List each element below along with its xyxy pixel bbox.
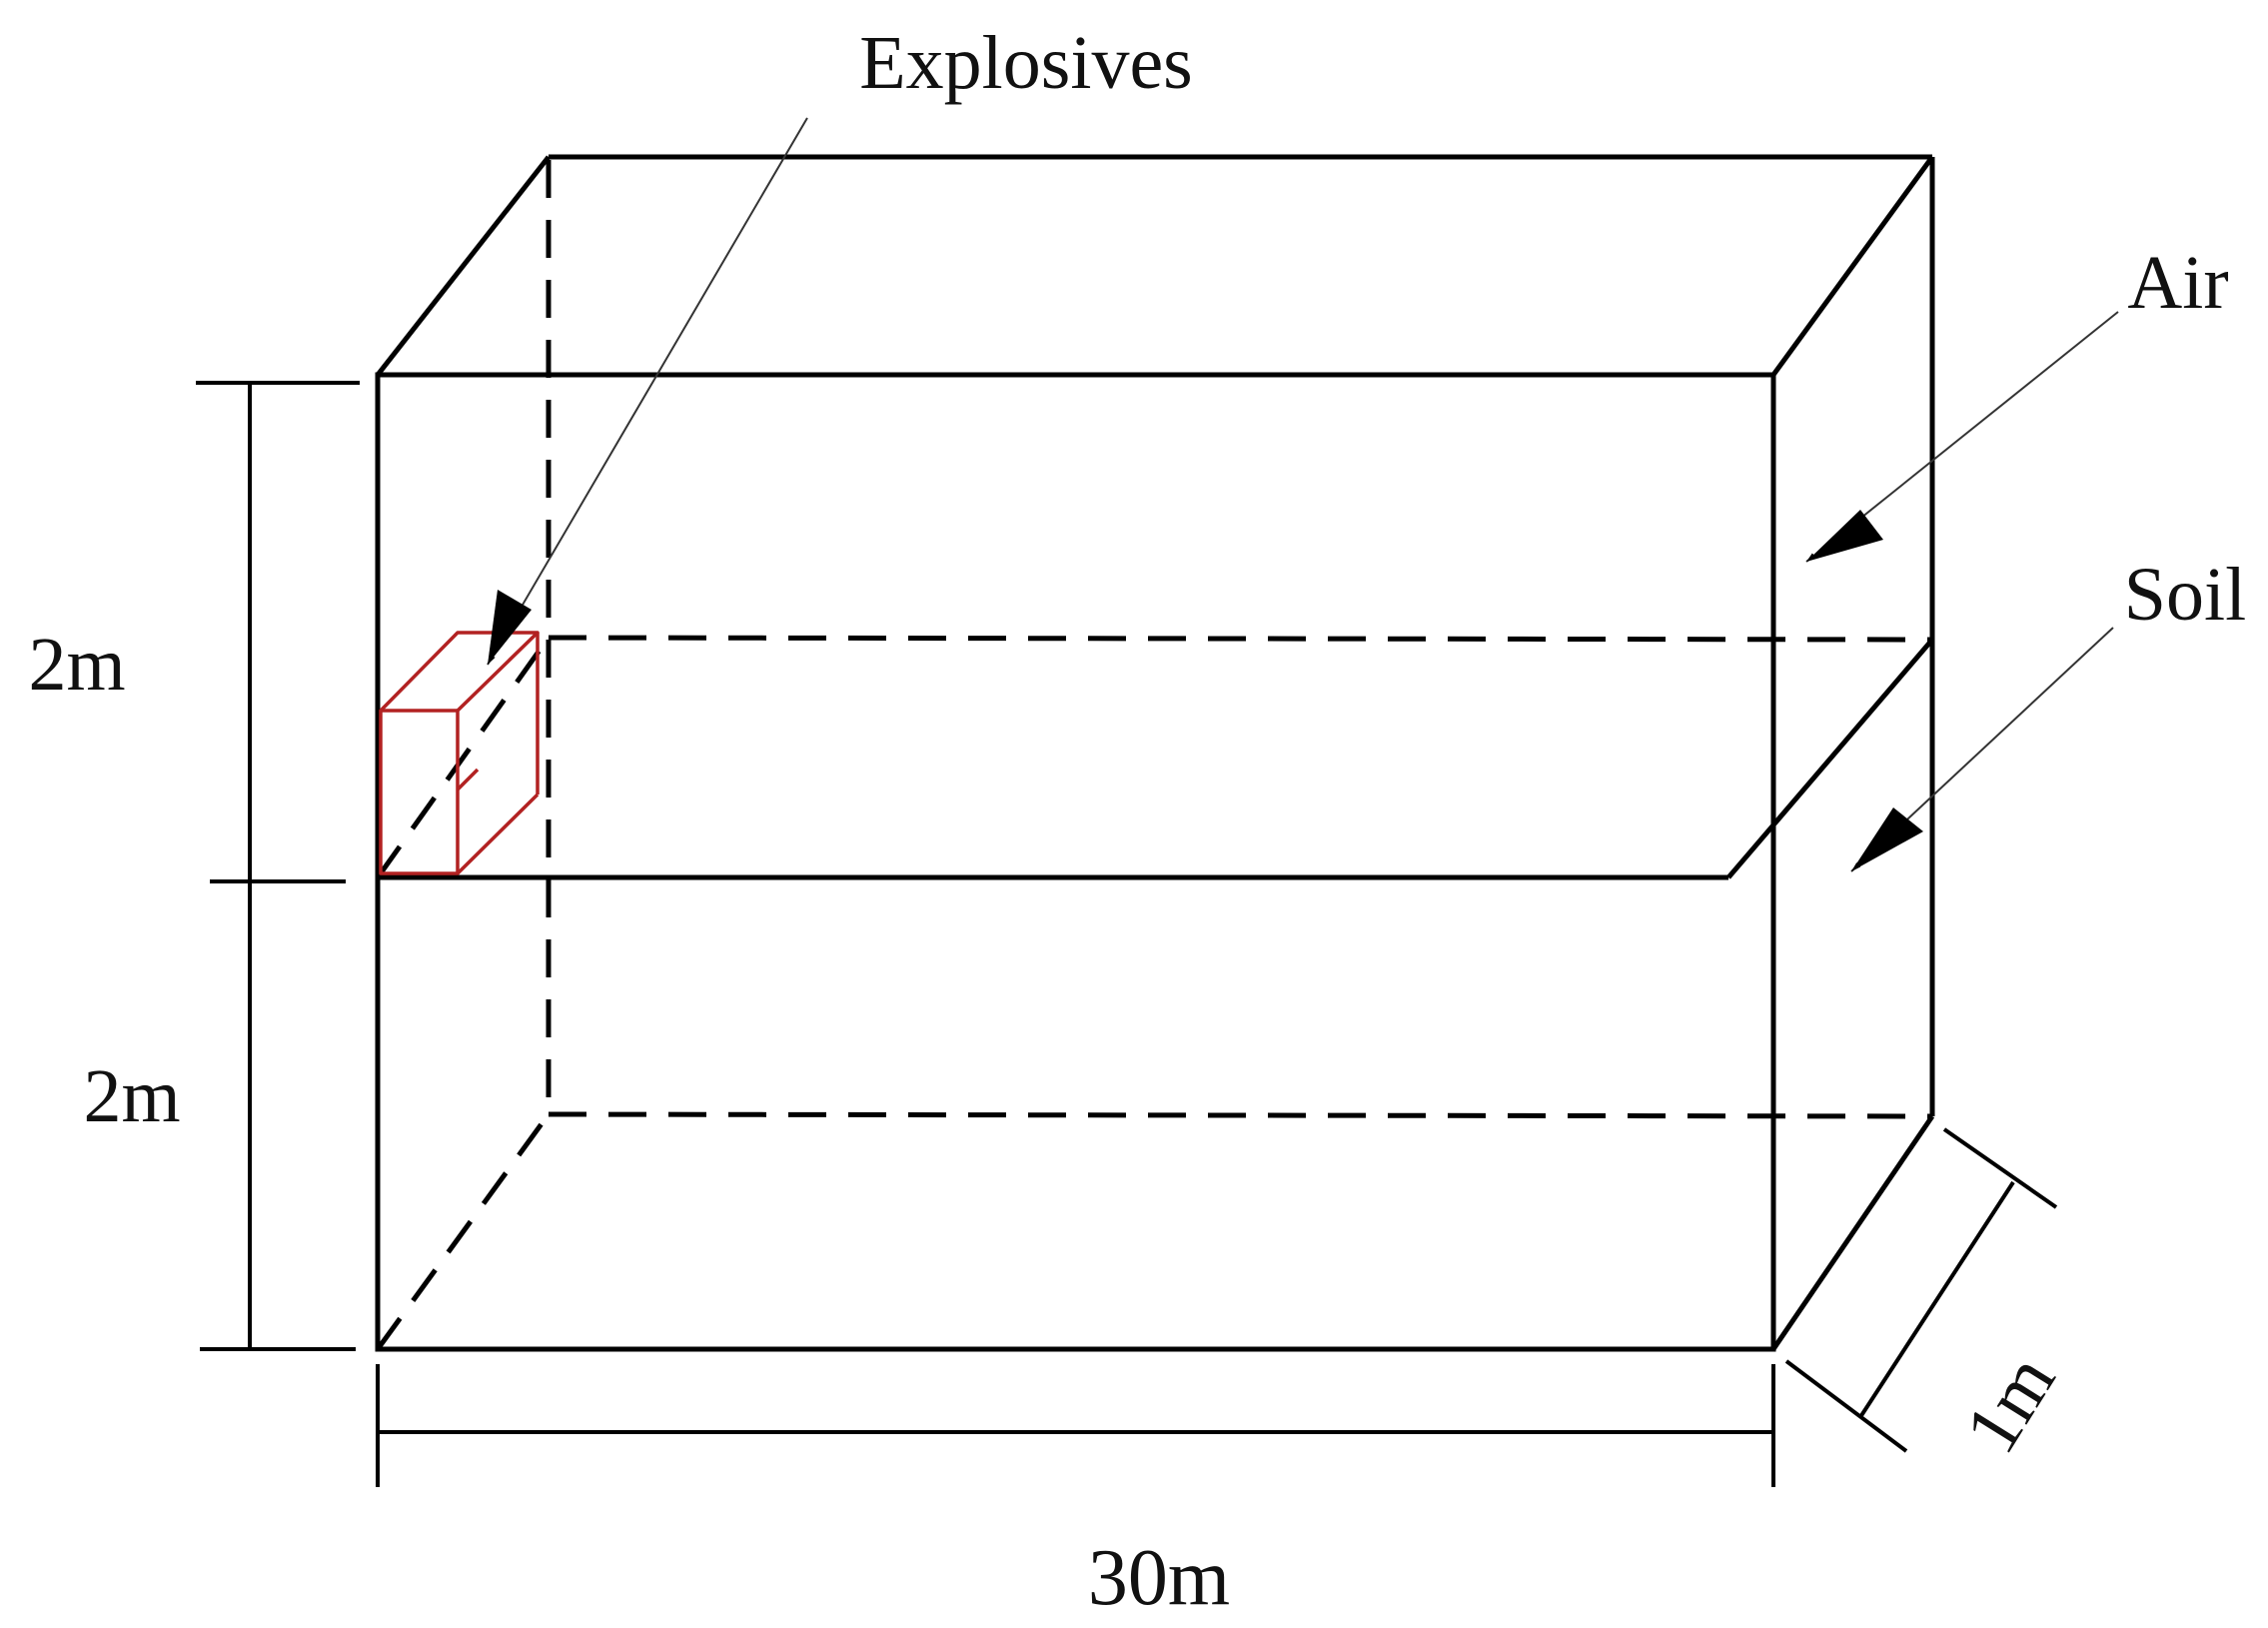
air-label: Air (2127, 241, 2228, 325)
front-face (375, 372, 1776, 1352)
explosives-arrowhead (488, 590, 532, 665)
explosives-leader-line (487, 117, 808, 666)
explosive-block (379, 631, 540, 875)
arrowheads (488, 510, 1923, 871)
soil-surface-right-depth-edge (1726, 638, 1934, 879)
top-left-depth-edge (376, 155, 551, 377)
soil-label: Soil (2124, 553, 2247, 637)
width-label: 1m (1948, 1340, 2071, 1467)
box-hidden-edges (375, 160, 1931, 1351)
air-arrowhead (1806, 510, 1883, 562)
height-upper-label: 2m (28, 623, 125, 707)
bottom-right-depth-edge (1770, 1114, 1935, 1351)
soil-surface-back-edge (548, 635, 1931, 643)
width-extension-front (1784, 1359, 1908, 1453)
bottom-left-depth-edge (375, 1112, 552, 1351)
explosives-label: Explosives (859, 21, 1193, 105)
width-extension-back (1942, 1127, 2058, 1209)
soil-surface-left-depth-edge (375, 636, 552, 879)
explosive-hidden-edge (456, 768, 480, 792)
height-lower-label: 2m (83, 1054, 180, 1138)
explosive-bottom-right-edge (456, 793, 540, 875)
height-dimension (196, 381, 360, 1351)
explosive-top-face (379, 631, 540, 713)
leader-arrows (487, 117, 2119, 872)
length-label: 30m (1088, 1534, 1230, 1622)
back-bottom-edge (548, 1111, 1931, 1119)
box-visible-edges (375, 154, 1935, 1352)
top-right-depth-edge (1770, 155, 1935, 377)
explosive-front-face (379, 709, 460, 875)
width-dimension-line (1858, 1180, 2015, 1419)
width-dimension (1784, 1127, 2058, 1453)
length-dimension (376, 1364, 1775, 1487)
soil-arrowhead (1851, 808, 1923, 871)
